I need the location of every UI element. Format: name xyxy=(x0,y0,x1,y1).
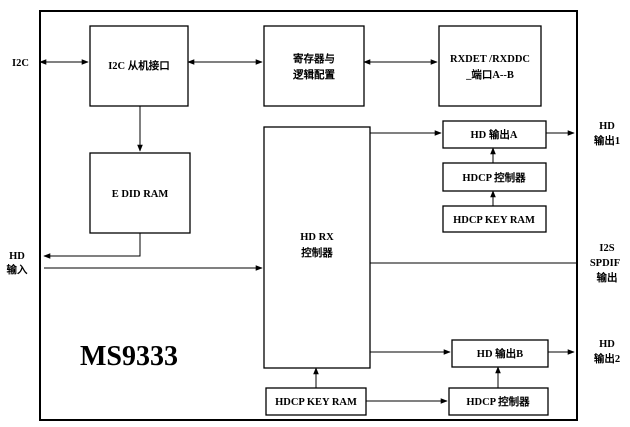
registers-block: 寄存器与 逻辑配置 xyxy=(263,25,365,107)
port-i2s-out-label: 输出 xyxy=(597,271,618,284)
hd-rx-label-2: 控制器 xyxy=(301,246,333,259)
hdcp-ctrl-a-block: HDCP 控制器 xyxy=(442,162,547,192)
hd-out-a-label: HD 输出A xyxy=(471,128,518,141)
rxdet-label-1: RXDET /RXDDC xyxy=(450,54,530,65)
registers-label-1: 寄存器与 xyxy=(293,52,335,65)
port-i2c-label: I2C xyxy=(12,58,29,69)
hdcp-ctrl-a-label: HDCP 控制器 xyxy=(462,171,526,184)
i2c-slave-block: I2C 从机接口 xyxy=(89,25,189,107)
edid-ram-label: E DID RAM xyxy=(112,189,169,200)
port-hd-in-label-2: 输入 xyxy=(7,263,28,276)
chip-frame xyxy=(39,10,578,421)
hdcp-key-ram-a-block: HDCP KEY RAM xyxy=(442,205,547,233)
hdcp-ctrl-b-block: HDCP 控制器 xyxy=(448,387,549,416)
port-hd-in-label-1: HD xyxy=(9,251,25,262)
i2c-slave-label: I2C 从机接口 xyxy=(108,59,170,72)
hdcp-key-ram-b-label: HDCP KEY RAM xyxy=(275,397,357,408)
hdcp-ctrl-b-label: HDCP 控制器 xyxy=(466,395,530,408)
edid-ram-block: E DID RAM xyxy=(89,152,191,234)
port-hd-out2-label-1: HD xyxy=(599,339,615,350)
port-hd-out1-label-1: HD xyxy=(599,121,615,132)
rxdet-block: RXDET /RXDDC _端口A--B xyxy=(438,25,542,107)
port-hd-out2-label-2: 输出2 xyxy=(594,352,620,365)
hd-rx-block: HD RX 控制器 xyxy=(263,126,371,369)
hd-out-b-block: HD 输出B xyxy=(451,339,549,368)
hdcp-key-ram-b-block: HDCP KEY RAM xyxy=(265,387,367,416)
wire-edid-hdin xyxy=(43,233,141,259)
hdcp-key-ram-a-label: HDCP KEY RAM xyxy=(453,215,535,226)
rxdet-label-2: _端口A--B xyxy=(465,68,514,81)
port-hd-out1-label-2: 输出1 xyxy=(594,134,620,147)
chip-name: MS9333 xyxy=(80,341,178,372)
port-i2s-label: I2S xyxy=(599,243,614,254)
hd-out-a-block: HD 输出A xyxy=(442,120,547,149)
registers-label-2: 逻辑配置 xyxy=(293,68,335,81)
port-spdif-label: SPDIF xyxy=(590,258,620,269)
hd-rx-label-1: HD RX xyxy=(300,232,334,243)
hd-out-b-label: HD 输出B xyxy=(477,347,523,360)
